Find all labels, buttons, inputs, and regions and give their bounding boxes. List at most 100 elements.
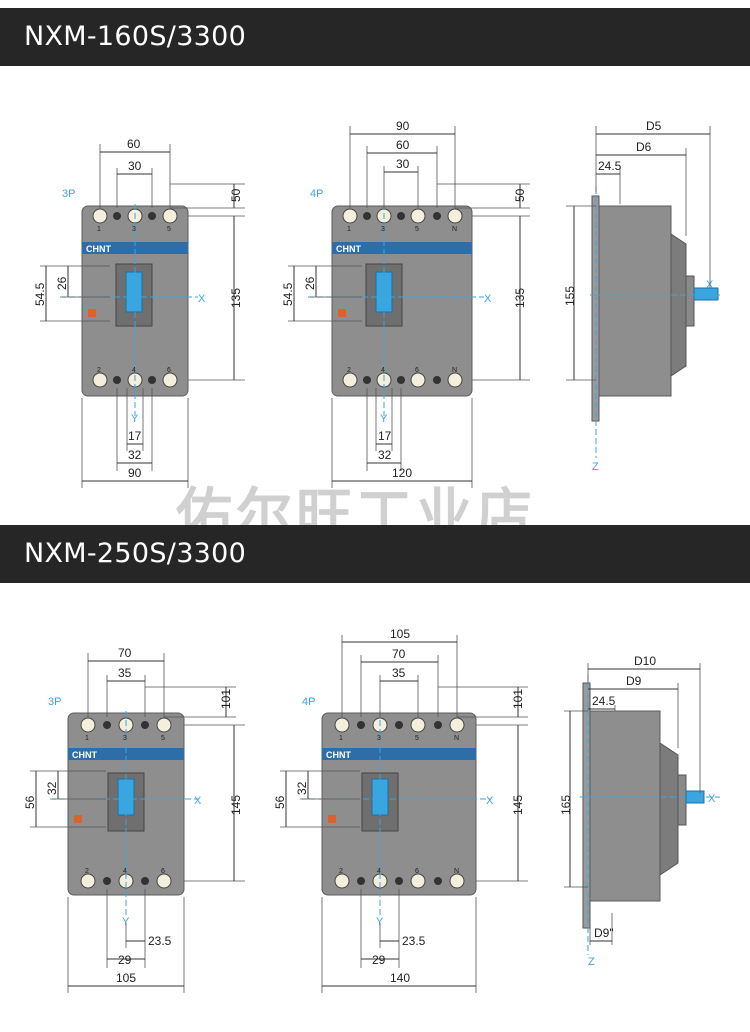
dim-top-h-4p: 50 xyxy=(513,188,527,202)
side-body-2 xyxy=(589,710,661,902)
s1-4p-terminal-label-bottom: 2 xyxy=(347,367,351,374)
dim-d-inner-1: D6 xyxy=(636,140,652,154)
axis-x-3p: X xyxy=(198,293,206,305)
terminals-top-4p-250 xyxy=(334,717,465,733)
terminals-bottom-3p-250 xyxy=(80,873,172,889)
dim-height-4p-250: 145 xyxy=(511,795,525,815)
dim-height-side-1: 155 xyxy=(563,286,577,306)
brand-strip-4p-250 xyxy=(322,748,476,760)
axis-x-4p: X xyxy=(484,293,492,305)
indicator-3p-250 xyxy=(74,815,82,823)
front-view-3p: 3P CHNT X Y 60 30 50 135 xyxy=(33,137,245,488)
s1-4p-terminal-label-bottom: 4 xyxy=(381,367,385,374)
brand-4p: CHNT xyxy=(336,244,361,254)
dim-h-outer-3p-250: 56 xyxy=(23,795,37,809)
dim-top-width-3p-250: 70 xyxy=(118,646,132,660)
dim-top-pitch-4p-250: 35 xyxy=(392,666,406,680)
side-view-1: X Z D5 D6 24.5 155 xyxy=(563,119,720,473)
s1-3p-terminal-label-bottom: 2 xyxy=(97,367,101,374)
s1-3p-terminal-label-top: 5 xyxy=(167,226,171,233)
dim-h-outer-4p: 54.5 xyxy=(281,282,295,306)
brand-4p-250: CHNT xyxy=(326,750,351,760)
dim-width-3p-250: 105 xyxy=(116,971,136,985)
axis-z-side-2: Z xyxy=(588,956,595,968)
terminals-top-3p-250 xyxy=(80,717,172,733)
dim-bot-a-3p: 17 xyxy=(128,429,142,443)
s1-4p-terminal-label-top: 5 xyxy=(415,226,419,233)
axis-x-side-2: X xyxy=(708,793,716,805)
s1-3p-terminal-label-bottom: 6 xyxy=(167,367,171,374)
dim-top-width-4p-250: 70 xyxy=(392,647,406,661)
model-title-top: NXM-160S/3300 xyxy=(24,21,247,52)
axis-y-4p: Y xyxy=(380,413,388,425)
dim-top-width-outer-4p: 90 xyxy=(396,119,410,133)
dim-bot-b-3p-250: 29 xyxy=(118,953,132,967)
dim-bot-a-3p-250: 23.5 xyxy=(148,934,172,948)
diagram-nxm-160s: 3P CHNT X Y 60 30 50 135 xyxy=(33,119,720,488)
s1-4p-terminal-label-top: N xyxy=(452,226,457,233)
dim-top-pitch-4p: 30 xyxy=(396,157,410,171)
brand-3p: CHNT xyxy=(86,244,111,254)
axis-y-3p: Y xyxy=(131,413,139,425)
axis-y-4p-250: Y xyxy=(376,916,384,928)
pole-label-4p-250: 4P xyxy=(302,696,315,708)
s2-4p-terminal-label-bottom: 6 xyxy=(415,868,419,875)
mounting-plate-2 xyxy=(582,682,591,929)
brand-3p-250: CHNT xyxy=(72,750,97,760)
s2-3p-terminal-label-top: 3 xyxy=(123,735,127,742)
dim-d-small-2: 24.5 xyxy=(592,694,616,708)
s2-3p-terminal-label-top: 1 xyxy=(85,735,89,742)
model-title-bottom: NXM-250S/3300 xyxy=(24,538,247,569)
front-view-4p-250: 4P CHNT X Y 105 70 35 101 145 xyxy=(273,627,528,993)
dim-height-3p-250: 145 xyxy=(229,795,243,815)
s2-3p-terminal-label-bottom: 4 xyxy=(123,868,127,875)
dim-height-3p: 135 xyxy=(229,288,243,308)
s2-3p-terminal-label-bottom: 2 xyxy=(85,868,89,875)
terminals-bottom-4p xyxy=(342,372,463,388)
dim-height-4p: 135 xyxy=(513,288,527,308)
dim-top-pitch-3p: 30 xyxy=(128,159,142,173)
dim-d-inner-2: D9 xyxy=(626,674,642,688)
dim-width-4p-250: 140 xyxy=(390,971,410,985)
s2-4p-terminal-label-bottom: 4 xyxy=(377,868,381,875)
s2-3p-terminal-label-top: 5 xyxy=(161,735,165,742)
breaker-body-4p-250 xyxy=(321,712,477,896)
s2-4p-terminal-label-top: 3 xyxy=(377,735,381,742)
axis-x-4p-250: X xyxy=(486,795,494,807)
axis-y-3p-250: Y xyxy=(122,916,130,928)
front-view-4p: 4P CHNT X Y 90 60 30 50 1 xyxy=(281,119,530,488)
brand-strip-3p xyxy=(82,242,188,254)
s1-4p-terminal-label-bottom: 6 xyxy=(415,367,419,374)
dim-bot-b-4p: 32 xyxy=(378,448,392,462)
dim-d-outer-1: D5 xyxy=(646,119,662,133)
dim-top-width-4p: 60 xyxy=(396,138,410,152)
dim-h-inner-4p-250: 32 xyxy=(295,781,309,795)
dim-d-small-1: 24.5 xyxy=(598,159,622,173)
s2-4p-terminal-label-top: N xyxy=(454,735,459,742)
handle-3p xyxy=(125,271,143,313)
s1-4p-terminal-label-bottom: N xyxy=(452,367,457,374)
s1-3p-terminal-label-top: 1 xyxy=(97,226,101,233)
dim-h-inner-4p: 26 xyxy=(303,276,317,290)
handle-side-1 xyxy=(693,287,719,301)
s2-4p-terminal-label-bottom: N xyxy=(454,868,459,875)
dim-height-side-2: 165 xyxy=(559,795,573,815)
brand-strip-3p-250 xyxy=(68,748,184,760)
handle-side-2 xyxy=(685,790,705,804)
pole-label-4p: 4P xyxy=(310,188,323,200)
dim-h-inner-3p: 26 xyxy=(55,276,69,290)
s2-4p-terminal-label-top: 5 xyxy=(415,735,419,742)
header-band-bottom: NXM-250S/3300 xyxy=(0,525,750,583)
pole-label-3p-250: 3P xyxy=(48,696,61,708)
s2-4p-terminal-label-top: 1 xyxy=(339,735,343,742)
terminals-top-3p xyxy=(92,208,178,224)
dim-top-h-4p-250: 101 xyxy=(511,689,525,709)
dim-h-outer-3p: 54.5 xyxy=(33,282,47,306)
dim-top-width-3p: 60 xyxy=(127,137,141,151)
dim-width-4p: 120 xyxy=(392,466,412,480)
axis-x-3p-250: X xyxy=(194,795,202,807)
side-body-1 xyxy=(598,205,672,397)
indicator-4p-250 xyxy=(328,815,336,823)
dim-bot-a-4p: 17 xyxy=(378,429,392,443)
s1-4p-terminal-label-top: 3 xyxy=(381,226,385,233)
